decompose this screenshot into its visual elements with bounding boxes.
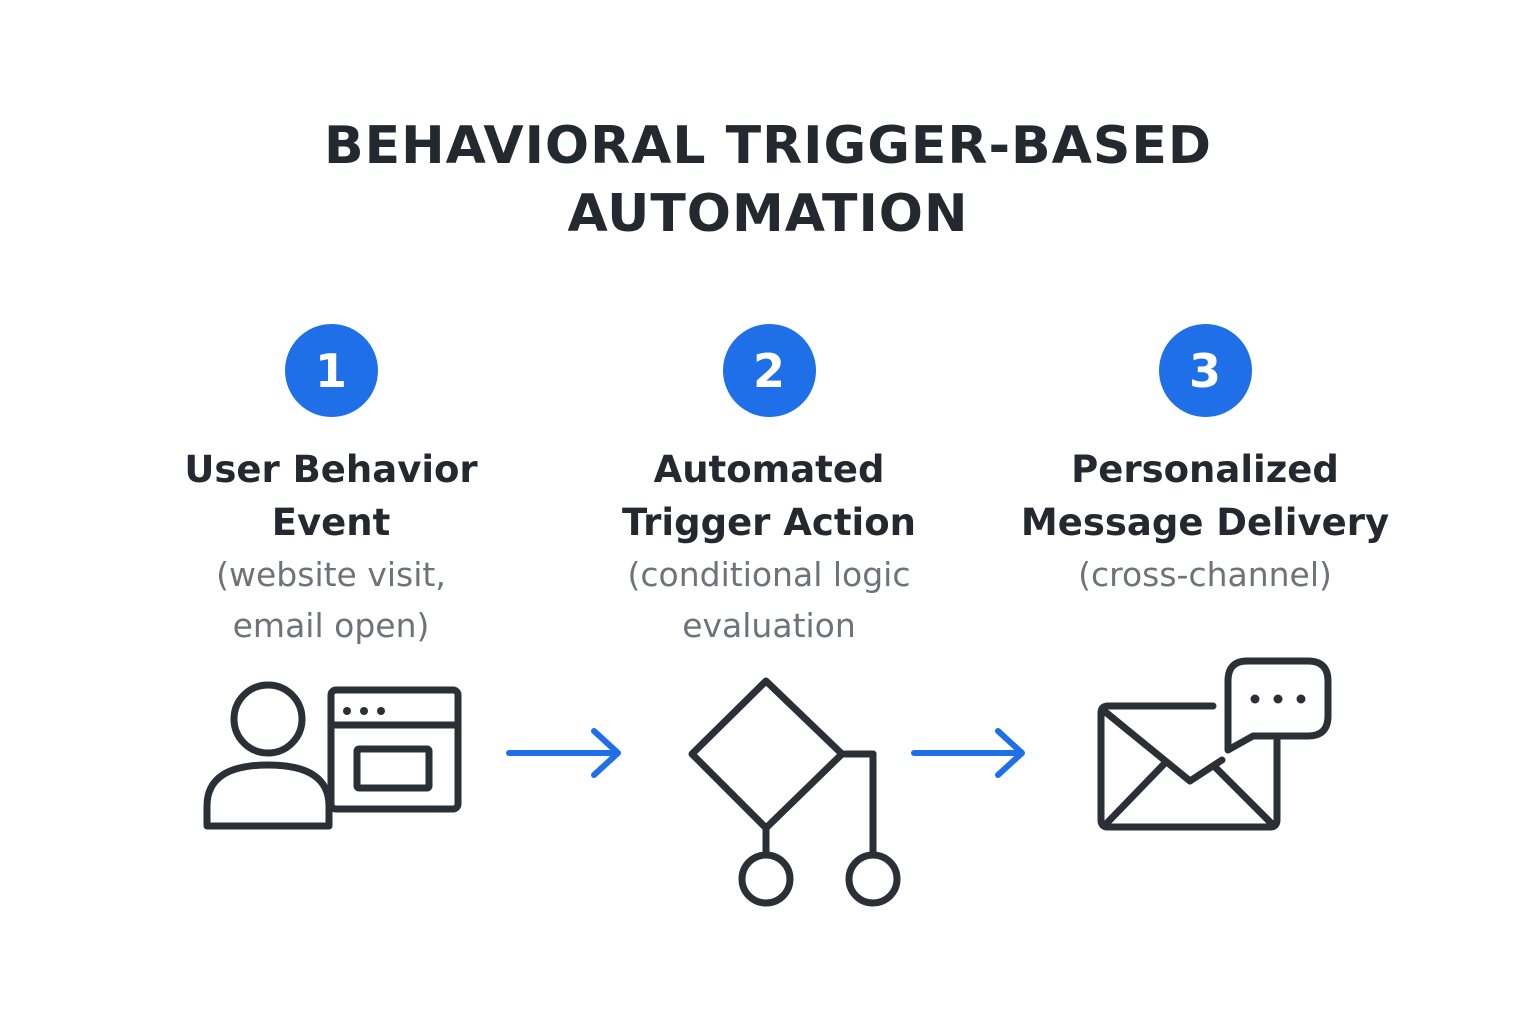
envelope-chat-icon <box>1097 657 1332 831</box>
step-number-badge: 1 <box>284 324 378 417</box>
user-browser-icon <box>203 681 462 830</box>
step-description-line: (cross-channel) <box>1078 555 1332 594</box>
title-line-1: BEHAVIORAL TRIGGER-BASED <box>323 116 1213 176</box>
step-title: Personalized Message Delivery <box>995 443 1415 549</box>
step-2: 2 Automated Trigger Action (conditional … <box>559 324 979 651</box>
arrow-right-icon <box>506 728 621 778</box>
step-number-badge: 3 <box>1158 324 1252 417</box>
step-title-line: Personalized <box>1071 448 1339 491</box>
title-line-2: AUTOMATION <box>567 184 969 244</box>
step-title-line: Event <box>271 501 391 544</box>
step-title: Automated Trigger Action <box>559 443 979 549</box>
step-3: 3 Personalized Message Delivery (cross-c… <box>995 324 1415 600</box>
step-description-line: (conditional logic <box>627 555 911 594</box>
step-title-line: Message Delivery <box>1020 501 1390 544</box>
step-description: (cross-channel) <box>995 549 1415 600</box>
step-title-line: Trigger Action <box>622 501 916 544</box>
decision-flow-icon <box>688 677 901 907</box>
arrow-right-icon <box>911 728 1025 778</box>
step-title-line: User Behavior <box>184 448 478 491</box>
step-number-badge: 2 <box>722 324 816 417</box>
step-description-line: (website visit, <box>216 555 446 594</box>
step-1: 1 User Behavior Event (website visit, em… <box>121 324 541 651</box>
step-description-line: email open) <box>232 606 430 645</box>
step-title: User Behavior Event <box>121 443 541 549</box>
step-description: (conditional logic evaluation <box>559 549 979 651</box>
step-description: (website visit, email open) <box>121 549 541 651</box>
diagram-title: BEHAVIORAL TRIGGER-BASED AUTOMATION <box>0 112 1536 248</box>
step-description-line: evaluation <box>682 606 856 645</box>
step-title-line: Automated <box>653 448 885 491</box>
